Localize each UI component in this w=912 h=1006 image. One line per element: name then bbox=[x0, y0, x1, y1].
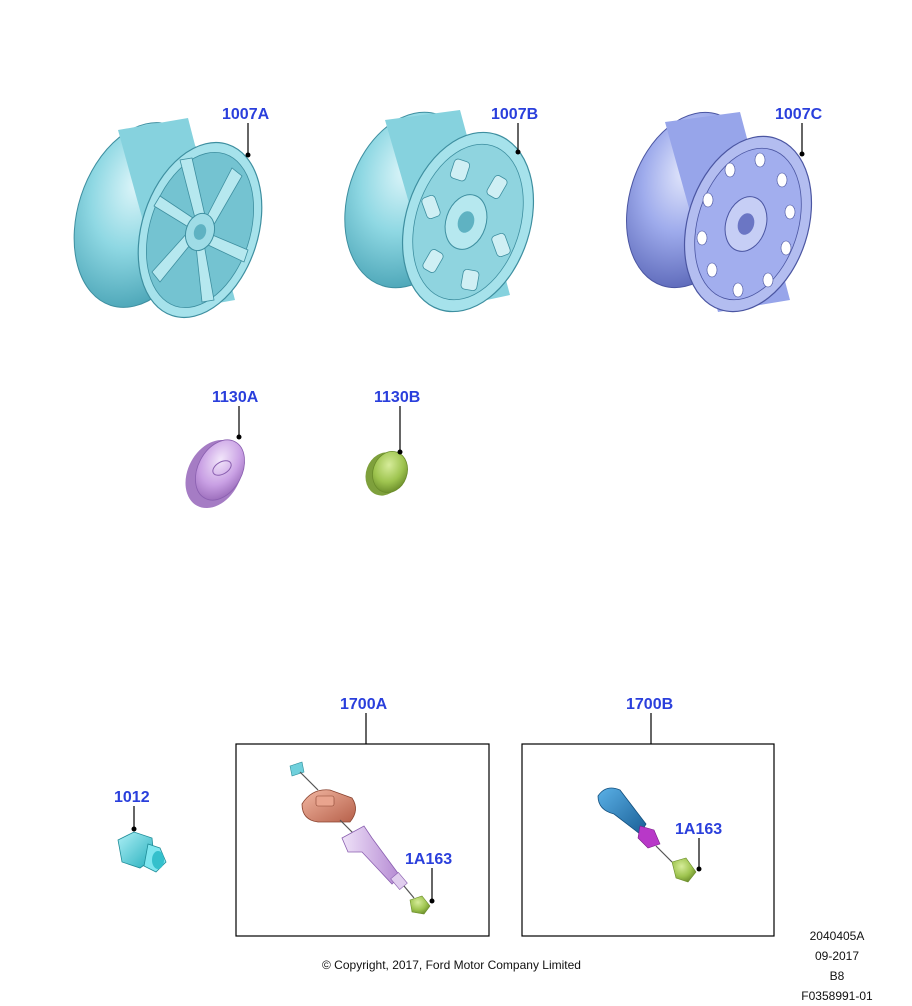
drawing-code: 2040405A bbox=[792, 926, 882, 946]
copyright-notice: © Copyright, 2017, Ford Motor Company Li… bbox=[322, 958, 581, 972]
callout-1007c: 1007C bbox=[775, 106, 823, 123]
spare-steel-wheel bbox=[605, 96, 833, 328]
callout-1700a: 1700A bbox=[340, 696, 388, 713]
callout-1130b: 1130B bbox=[374, 389, 420, 406]
drawing-date: 09-2017 bbox=[792, 946, 882, 966]
callout-1130a: 1130A bbox=[212, 389, 259, 406]
callout-1012: 1012 bbox=[114, 789, 150, 806]
drawing-stamp: 2040405A 09-2017 B8 F0358991-01 bbox=[792, 926, 882, 1006]
callout-1a163-a: 1A163 bbox=[405, 851, 452, 868]
figure-id: F0358991-01 bbox=[792, 986, 882, 1006]
center-cap-purple bbox=[174, 430, 254, 518]
styled-steel-wheel bbox=[323, 95, 555, 328]
tpms-sensor-kit-a bbox=[236, 744, 489, 936]
callout-1a163-b: 1A163 bbox=[675, 821, 722, 838]
callout-1007b: 1007B bbox=[491, 106, 538, 123]
valve-stem-kit-b bbox=[522, 744, 774, 936]
lug-nut bbox=[118, 832, 166, 872]
callout-1007a: 1007A bbox=[222, 106, 270, 123]
center-cap-green bbox=[360, 446, 414, 500]
callout-1700b: 1700B bbox=[626, 696, 673, 713]
drawing-revision: B8 bbox=[792, 966, 882, 986]
